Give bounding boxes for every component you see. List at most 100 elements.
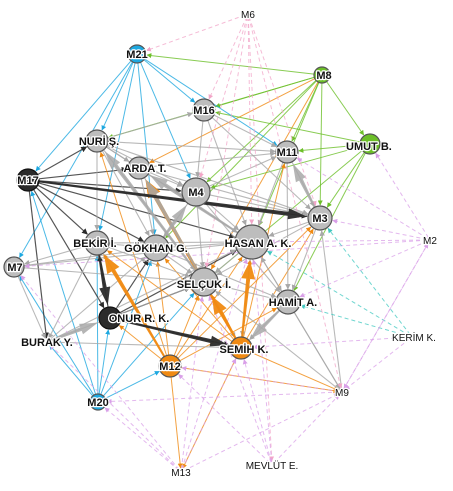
edge-m8-gokhan xyxy=(165,80,317,239)
node-label-nuri: NURİ Ş. xyxy=(79,135,119,148)
thick-arrow-hamit-semih xyxy=(250,309,281,339)
node-m3[interactable] xyxy=(307,205,333,231)
node-label-m11: M11 xyxy=(277,147,298,159)
edge-m17-nuri xyxy=(37,146,88,176)
edge-m3-hasan xyxy=(268,221,309,237)
edge-m12-hamit xyxy=(179,307,278,362)
edge-m13-m9 xyxy=(183,393,339,472)
edge-nuri-m3 xyxy=(107,144,309,215)
edge-hasan-selcuk xyxy=(215,252,240,273)
node-m11[interactable] xyxy=(275,140,299,164)
edge-arda-m3 xyxy=(149,170,309,216)
node-m17[interactable] xyxy=(16,168,40,192)
node-m4[interactable] xyxy=(181,177,211,207)
edge-semih-bekir xyxy=(107,250,233,342)
node-label-burak: BURAK Y. xyxy=(21,337,73,349)
edge-m8-m21 xyxy=(146,53,315,75)
node-label-m3: M3 xyxy=(312,213,327,225)
edge-m21-gokhan xyxy=(137,62,157,235)
edge-m9-m3 xyxy=(319,230,343,390)
node-m16[interactable] xyxy=(192,98,216,122)
edge-m3-hamit xyxy=(291,229,317,291)
node-label-m8: M8 xyxy=(316,70,331,82)
node-hasan[interactable] xyxy=(234,224,270,260)
edge-arda-m11 xyxy=(149,151,276,168)
node-gokhan[interactable] xyxy=(142,234,170,262)
node-label-hamit: HAMİT A. xyxy=(269,296,317,309)
node-label-m4: M4 xyxy=(188,187,204,199)
node-label-bekir: BEKİR İ. xyxy=(73,237,116,250)
edge-m20-burak xyxy=(49,344,94,397)
node-m7[interactable] xyxy=(3,256,25,278)
edge-m13-hasan xyxy=(181,258,248,470)
edge-m6-m21 xyxy=(145,14,246,52)
edge-m2-umut xyxy=(375,152,429,238)
edge-bekir-hasan xyxy=(108,239,235,245)
edge-m9-selcuk xyxy=(215,290,341,391)
edge-onur-hasan xyxy=(119,249,237,314)
edge-m9-m12 xyxy=(181,366,340,393)
edge-m13-burak xyxy=(49,344,180,471)
node-m12[interactable] xyxy=(158,354,182,378)
node-m21[interactable] xyxy=(127,44,147,64)
thick-arrow-m3-m11 xyxy=(292,163,316,208)
node-semih[interactable] xyxy=(229,336,253,360)
edge-m11-hamit xyxy=(285,162,291,290)
edge-m20-onur xyxy=(98,329,111,395)
node-nuri[interactable] xyxy=(85,129,109,153)
edge-m12-hasan xyxy=(175,256,243,358)
node-label-umut: UMUT B. xyxy=(346,141,392,153)
edge-mevlut-selcuk xyxy=(208,295,272,463)
edge-umut-m3 xyxy=(326,152,365,208)
edge-m11-hasan xyxy=(257,162,284,226)
edge-bekir-gokhan xyxy=(108,243,143,250)
edge-m4-hasan xyxy=(206,200,240,231)
node-m20[interactable] xyxy=(89,393,107,411)
node-onur[interactable] xyxy=(98,306,122,330)
edge-m21-m17 xyxy=(35,60,132,172)
edge-m13-selcuk xyxy=(180,296,205,470)
edge-layer xyxy=(17,14,429,472)
edge-semih-m3 xyxy=(246,228,314,339)
edge-m2-m11 xyxy=(296,157,428,239)
node-label-m21: M21 xyxy=(126,49,147,61)
node-arda[interactable] xyxy=(127,156,151,180)
edge-m21-m4 xyxy=(140,62,191,179)
edge-m6-m4 xyxy=(199,16,248,179)
node-hamit[interactable] xyxy=(275,289,301,315)
thick-arrow-selcuk-arda xyxy=(145,179,198,271)
edge-m9-m20 xyxy=(106,391,340,404)
edge-gokhan-hasan xyxy=(168,240,235,248)
node-label-m13: M13 xyxy=(171,468,191,479)
edge-m20-bekir xyxy=(94,255,100,395)
edge-m8-m3 xyxy=(317,82,323,206)
node-label-m12: M12 xyxy=(159,361,180,373)
thick-arrow-m12-bekir xyxy=(104,255,166,358)
edge-m20-m7 xyxy=(19,275,95,396)
edge-bekir-burak xyxy=(48,253,93,339)
edge-m13-m20 xyxy=(104,407,180,471)
edge-burak-semih xyxy=(49,341,230,351)
edge-m8-umut xyxy=(326,81,365,136)
edge-m16-m3 xyxy=(211,117,311,210)
node-label-mevlut: MEVLÜT E. xyxy=(246,460,299,472)
edge-m17-hasan xyxy=(38,182,236,239)
node-label-m2: M2 xyxy=(423,236,437,247)
node-bekir[interactable] xyxy=(84,230,110,256)
node-label-onur: ONUR R. K. xyxy=(109,313,170,325)
node-label-m9: M9 xyxy=(335,388,349,399)
thick-arrow-semih-hasan xyxy=(241,260,256,338)
node-label-arda: ARDA T. xyxy=(124,163,167,175)
node-m8[interactable] xyxy=(313,66,331,84)
edge-m21-m16 xyxy=(143,59,196,103)
edge-m12-m3 xyxy=(177,226,312,359)
edge-m16-m4 xyxy=(195,120,204,178)
node-umut[interactable] xyxy=(359,133,381,155)
edge-m17-onur xyxy=(33,189,105,309)
node-label-m20: M20 xyxy=(87,397,108,409)
node-label-m6: M6 xyxy=(241,10,255,21)
node-selcuk[interactable] xyxy=(189,267,219,297)
node-label-kerim: KERİM K. xyxy=(392,331,436,344)
edge-kerim-m9 xyxy=(344,338,410,390)
